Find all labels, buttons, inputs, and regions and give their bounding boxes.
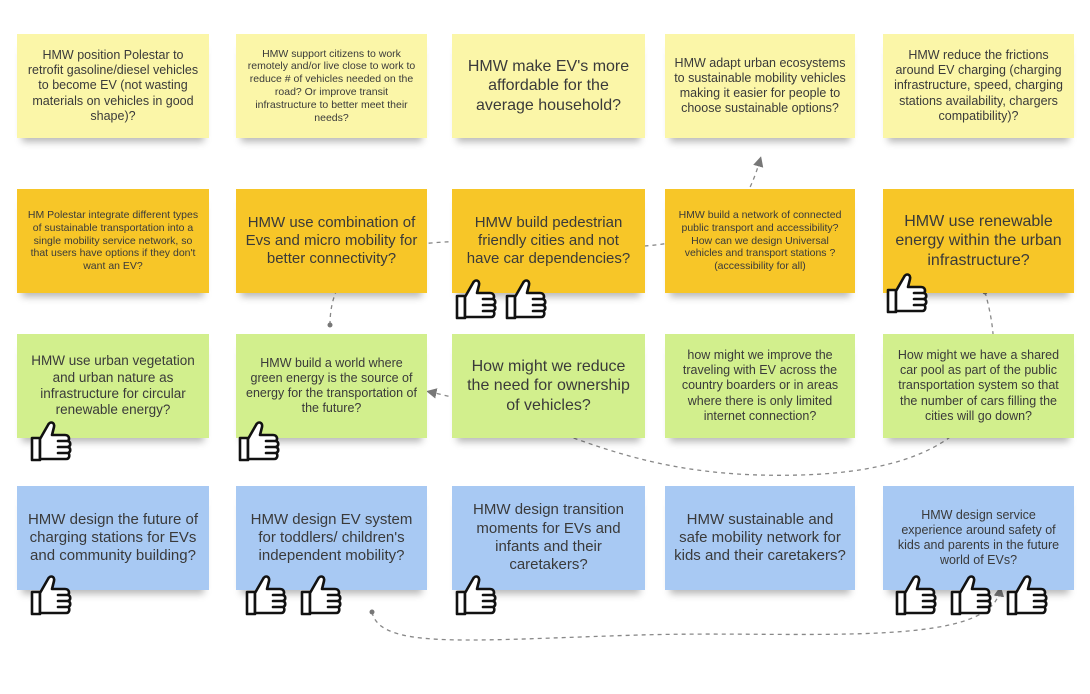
note-text: HMW position Polestar to retrofit gasoli…: [27, 47, 199, 123]
sticky-note[interactable]: HMW design EV system for toddlers/ child…: [236, 486, 427, 590]
thumbs-up-icon: [243, 572, 289, 618]
sticky-note[interactable]: How might we have a shared car pool as p…: [883, 334, 1074, 438]
note-text: HMW build pedestrian friendly cities and…: [466, 213, 631, 268]
sticky-note[interactable]: HMW use combination of Evs and micro mob…: [236, 189, 427, 293]
thumbs-up-icon: [236, 418, 282, 464]
thumbs-up-icon: [28, 572, 74, 618]
note-text: HMW use combination of Evs and micro mob…: [245, 213, 418, 268]
thumbs-up-icon: [948, 572, 994, 618]
sticky-note[interactable]: how might we improve the traveling with …: [665, 334, 855, 438]
thumbs-up-icon: [298, 572, 344, 618]
sticky-note[interactable]: HMW sustainable and safe mobility networ…: [665, 486, 855, 590]
sticky-note[interactable]: HMW position Polestar to retrofit gasoli…: [17, 34, 209, 138]
thumbs-up-icon: [893, 572, 939, 618]
sticky-note[interactable]: HMW build a world where green energy is …: [236, 334, 427, 438]
note-text: HMW support citizens to work remotely an…: [247, 47, 416, 124]
note-text: HMW design EV system for toddlers/ child…: [250, 510, 413, 565]
thumbs-up-icon: [884, 270, 930, 316]
note-text: HMW reduce the frictions around EV charg…: [894, 47, 1063, 123]
sticky-note[interactable]: HMW design the future of charging statio…: [17, 486, 209, 590]
note-text: HMW make EV's more affordable for the av…: [467, 57, 630, 114]
note-text: HMW design the future of charging statio…: [27, 510, 199, 565]
sticky-note[interactable]: HMW build a network of connected public …: [665, 189, 855, 293]
note-text: HMW build a world where green energy is …: [246, 355, 417, 416]
note-text: how might we improve the traveling with …: [681, 347, 839, 423]
sticky-note[interactable]: HM Polestar integrate different types of…: [17, 189, 209, 293]
note-text: HMW sustainable and safe mobility networ…: [674, 510, 846, 565]
sticky-note[interactable]: HMW use renewable energy within the urba…: [883, 189, 1074, 293]
note-text: HMW use urban vegetation and urban natur…: [31, 353, 195, 418]
sticky-note[interactable]: How might we reduce the need for ownersh…: [452, 334, 645, 438]
sticky-note[interactable]: HMW support citizens to work remotely an…: [236, 34, 427, 138]
note-text: HM Polestar integrate different types of…: [27, 209, 199, 273]
thumbs-up-icon: [453, 276, 499, 322]
sticky-note[interactable]: HMW use urban vegetation and urban natur…: [17, 334, 209, 438]
sticky-note[interactable]: HMW build pedestrian friendly cities and…: [452, 189, 645, 293]
note-text: HMW adapt urban ecosystems to sustainabl…: [674, 55, 846, 116]
note-text: HMW use renewable energy within the urba…: [895, 212, 1062, 269]
sticky-note[interactable]: HMW make EV's more affordable for the av…: [452, 34, 645, 138]
thumbs-up-icon: [453, 572, 499, 618]
sticky-note[interactable]: HMW design service experience around saf…: [883, 486, 1074, 590]
thumbs-up-icon: [503, 276, 549, 322]
sticky-note[interactable]: HMW adapt urban ecosystems to sustainabl…: [665, 34, 855, 138]
note-text: HMW design transition moments for EVs an…: [473, 501, 624, 574]
sticky-note[interactable]: HMW reduce the frictions around EV charg…: [883, 34, 1074, 138]
thumbs-up-icon: [1004, 572, 1050, 618]
note-text: HMW design service experience around saf…: [897, 507, 1060, 568]
note-text: How might we reduce the need for ownersh…: [467, 357, 630, 414]
sticky-note[interactable]: HMW design transition moments for EVs an…: [452, 486, 645, 590]
note-text: How might we have a shared car pool as p…: [897, 347, 1060, 423]
thumbs-up-icon: [28, 418, 74, 464]
note-text: HMW build a network of connected public …: [678, 209, 842, 273]
